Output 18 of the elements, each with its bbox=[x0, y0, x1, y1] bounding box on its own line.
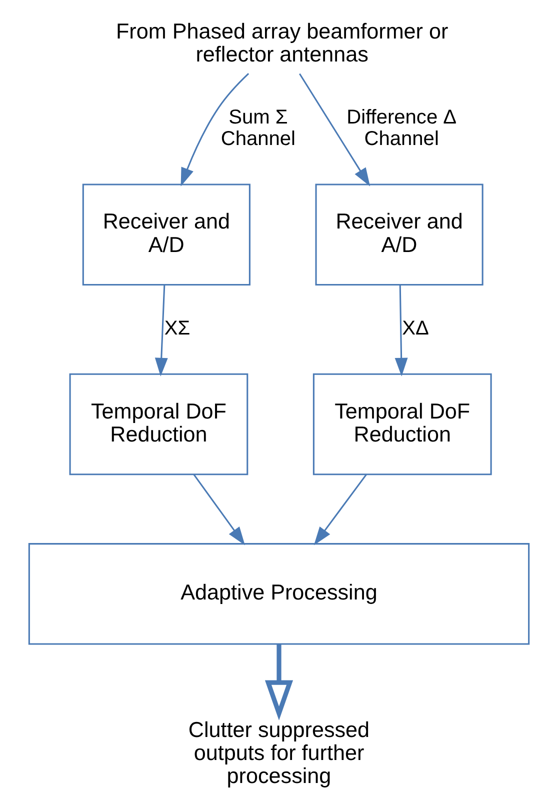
arrow bbox=[264, 644, 294, 720]
node-box: Receiver and A/D bbox=[82, 184, 250, 286]
arrow bbox=[394, 285, 408, 376]
arrow bbox=[154, 285, 168, 376]
node-box: Temporal DoF Reduction bbox=[312, 373, 492, 476]
edge-label: Difference Δ Channel bbox=[346, 106, 457, 150]
arrow bbox=[180, 73, 250, 186]
node-box: Adaptive Processing bbox=[28, 543, 530, 645]
node-text: Clutter suppressed outputs for further processing bbox=[188, 716, 370, 788]
node-text: From Phased array beamformer or reflector antennas bbox=[116, 18, 448, 66]
node-box: Receiver and A/D bbox=[315, 184, 484, 286]
arrow bbox=[193, 474, 245, 546]
node-box: Temporal DoF Reduction bbox=[69, 373, 248, 476]
edge-label: XΣ bbox=[164, 318, 190, 340]
edge-label: XΔ bbox=[402, 318, 429, 340]
arrow bbox=[298, 73, 370, 186]
arrow bbox=[314, 474, 367, 546]
edge-label: Sum Σ Channel bbox=[220, 106, 296, 150]
